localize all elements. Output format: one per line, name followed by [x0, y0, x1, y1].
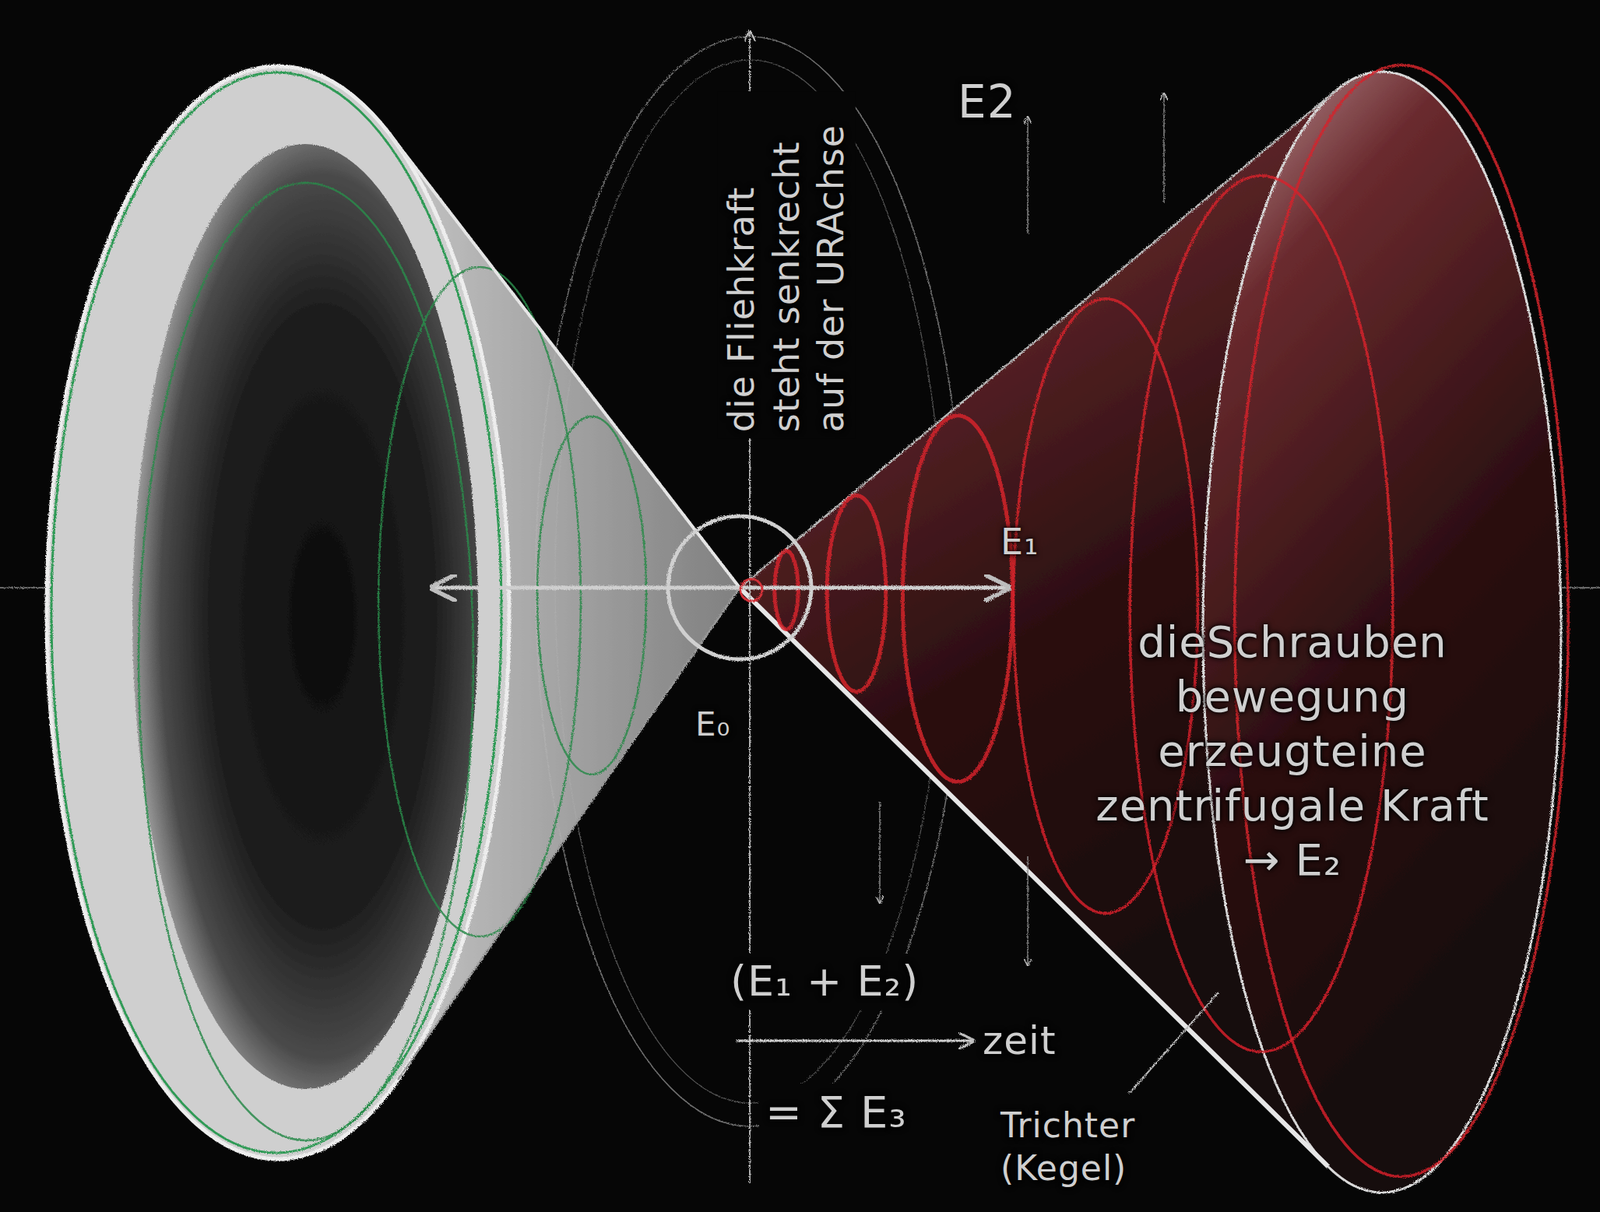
energy-label: E₁	[1000, 520, 1040, 566]
double-arrow	[432, 586, 1009, 591]
cone-edge	[389, 133, 740, 588]
left-cone-rim	[46, 66, 510, 1160]
screw-spiral	[902, 415, 1013, 782]
cone-edge	[397, 587, 740, 1080]
force-arrow	[1163, 93, 1165, 203]
leader-line	[1128, 992, 1219, 1094]
green-ring	[138, 182, 474, 1141]
green-ring	[378, 267, 581, 937]
formula-text: = Σ E₃	[759, 1083, 914, 1142]
annotation-text: die Fliehkraft steht senkrecht auf der U…	[717, 91, 856, 439]
force-arrow	[1026, 116, 1029, 234]
screw-spiral	[826, 495, 887, 693]
left-cone-opening	[132, 144, 479, 1090]
force-arrow	[879, 801, 881, 904]
energy-label: E₀	[695, 704, 731, 746]
green-ring	[537, 416, 647, 775]
energy-label: E2	[957, 73, 1017, 131]
force-arrow	[1026, 856, 1029, 966]
green-ring	[51, 72, 502, 1154]
time-arrow	[735, 1040, 974, 1043]
centre-point	[740, 579, 763, 602]
annotation-text: dieSchrauben bewegung erzeugteine zentri…	[1090, 615, 1495, 888]
annotation-text: Trichter (Kegel)	[1000, 1104, 1211, 1190]
formula-text: (E₁ + E₂)	[724, 953, 925, 1010]
formula-text: zeit	[982, 1016, 1057, 1066]
centre-circle	[668, 516, 812, 660]
screw-spiral	[774, 551, 799, 630]
